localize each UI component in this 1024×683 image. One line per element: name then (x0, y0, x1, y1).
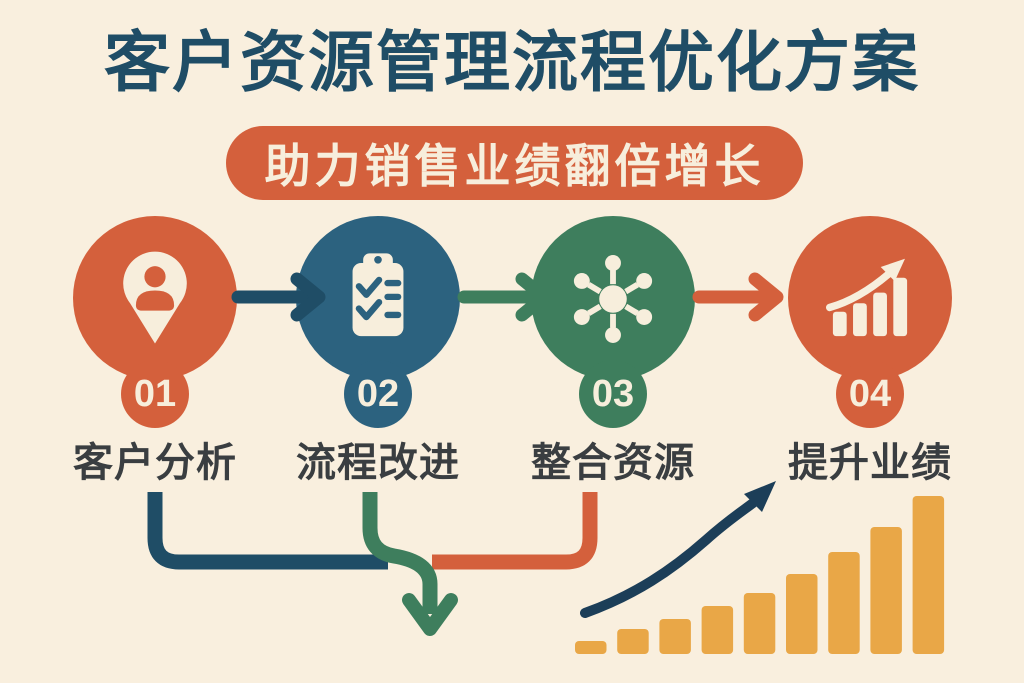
step-2-number-badge: 02 (344, 360, 412, 428)
growth-swoosh-arrow (580, 481, 776, 618)
growth-bars-arrow-icon (826, 258, 908, 337)
page-title: 客户资源管理流程优化方案 (104, 25, 920, 99)
growth-bar (701, 606, 734, 654)
connector-arrow-2 (457, 272, 551, 322)
step-3-label: 整合资源 (531, 441, 695, 485)
subtitle-banner: 助力销售业绩翻倍增长 (226, 126, 803, 200)
person-location-pin-icon (123, 251, 187, 344)
growth-bar (575, 641, 607, 654)
ascending-bar-chart (575, 496, 945, 654)
step-3-number: 03 (591, 372, 635, 415)
step-1-number-badge: 01 (121, 360, 189, 428)
merge-down-arrow (362, 492, 458, 636)
connector-arrow-1 (231, 272, 326, 322)
step-2-number: 02 (356, 372, 400, 415)
step-3-circle (531, 216, 695, 380)
subtitle-text: 助力销售业绩翻倍增长 (264, 140, 765, 192)
step-4-number-badge: 04 (836, 360, 904, 428)
step-1-label: 客户分析 (73, 441, 237, 485)
clipboard-checklist-icon (352, 253, 404, 337)
step-1-circle (73, 216, 237, 380)
step-4-number: 04 (848, 372, 892, 415)
step-1-customer-analysis: 01 客户分析 (73, 216, 237, 486)
step-4-label: 提升业绩 (788, 441, 952, 485)
growth-bar (617, 629, 649, 654)
growth-bar (912, 496, 945, 654)
growth-bar (786, 574, 818, 654)
step-2-process-improvement: 02 流程改进 (296, 216, 460, 486)
step-1-number: 01 (133, 372, 177, 415)
growth-bar (870, 527, 902, 654)
flow-line-step1 (147, 492, 388, 570)
connector-arrow-3 (692, 272, 784, 322)
step-3-number-badge: 03 (579, 360, 647, 428)
growth-bar (659, 619, 691, 654)
step-2-label: 流程改进 (296, 441, 460, 485)
growth-bar (743, 593, 776, 654)
step-4-boost-performance: 04 提升业绩 (788, 216, 952, 486)
flow-line-step3 (432, 492, 598, 570)
step-3-integrate-resources: 03 整合资源 (531, 216, 695, 486)
step-4-circle (788, 216, 952, 380)
growth-bar (828, 552, 860, 654)
network-hub-icon (573, 255, 653, 343)
step-2-circle (296, 216, 460, 380)
